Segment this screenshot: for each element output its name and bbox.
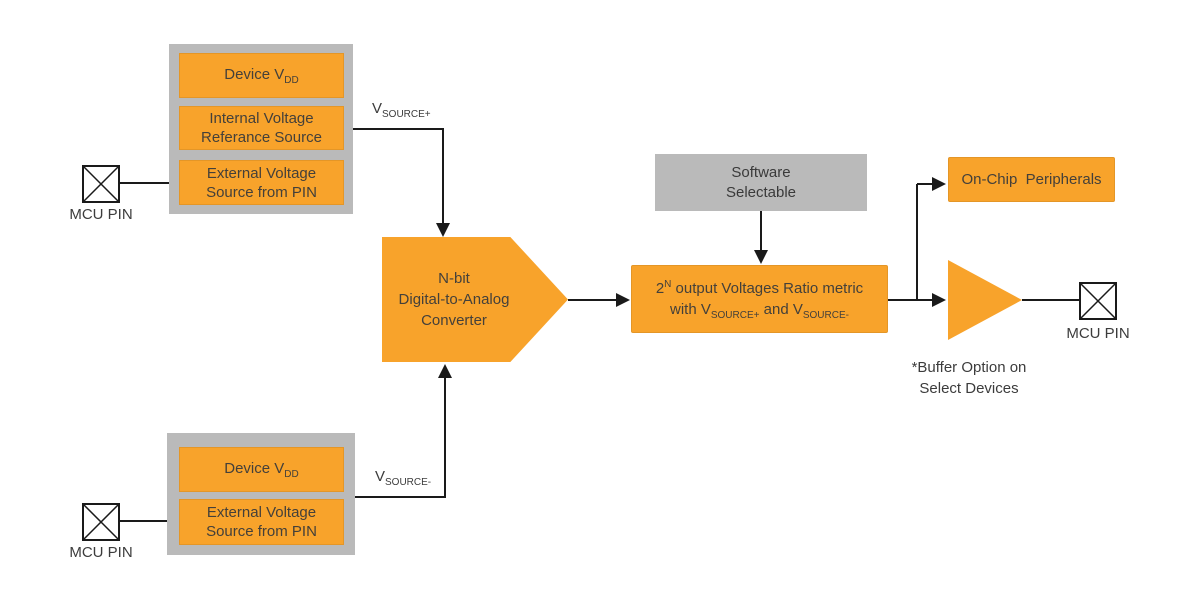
on-chip-peripherals-box: On-Chip Peripherals [948,157,1115,202]
mcu-pin-icon-right [1079,282,1117,320]
wire-ratio-box-output-branch [888,177,946,307]
wire-vsource-plus [353,128,450,237]
ratio-line1: 2N output Voltages Ratio metric [655,278,864,297]
external-voltage-bottom-line1: External Voltage [206,504,317,521]
software-selectable-box: Software Selectable [655,154,867,211]
arrowhead-right-icon [932,177,946,191]
device-vdd-box-bottom: Device VDD [179,447,344,492]
external-voltage-source-box-top: External Voltage Source from PIN [179,160,344,205]
ratio-superscript-n: N [664,278,672,290]
ratio-line2: with VSOURCE+ and VSOURCE- [670,300,849,321]
arrowhead-right-icon [932,293,946,307]
dac-block: N-bit Digital-to-Analog Converter [382,237,568,362]
internal-voltage-line1: Internal Voltage [209,110,314,127]
vsource-plus-options-group: Device VDD Internal Voltage Referance So… [169,44,353,214]
mcu-pin-icon-bottom [82,503,120,541]
arrowhead-up-icon [438,364,452,378]
mcu-pin-label-bottom: MCU PIN [69,544,133,561]
dac-line1: N-bit [438,270,470,287]
vsource-plus-label: VSOURCE+ [372,100,431,120]
ratio-sub-source-plus: SOURCE+ [710,309,760,321]
vsource-minus-options-group: Device VDD External Voltage Source from … [167,433,355,555]
mcu-pin-icon-top [82,165,120,203]
buffer-note-line2: Select Devices [919,380,1019,397]
external-voltage-top-line2: Source from PIN [206,183,317,201]
wire-dac-to-ratio-box [568,293,630,307]
software-line2: Selectable [725,183,797,201]
internal-voltage-line2: Referance Source [201,129,322,146]
external-voltage-top-line1: External Voltage [206,164,317,182]
ratio-metric-box: 2N output Voltages Ratio metric with VSO… [631,265,888,333]
external-voltage-source-box-bottom: External Voltage Source from PIN [179,499,344,545]
buffer-option-note: *Buffer Option on Select Devices [903,357,1035,399]
vsource-plus-subscript: SOURCE+ [382,109,431,120]
dac-line2: Digital-to-Analog [398,291,510,308]
vsource-minus-label: VSOURCE- [375,468,432,488]
dac-line3: Converter [421,312,487,329]
device-vdd-label: Device VDD [224,66,299,86]
wire-software-to-ratio-box [754,211,768,264]
external-voltage-bottom-line2: Source from PIN [206,523,317,540]
device-vdd-box-top: Device VDD [179,53,344,98]
arrowhead-down-icon [754,250,768,264]
mcu-pin-label-top: MCU PIN [69,206,133,223]
vsource-minus-subscript: SOURCE- [385,477,432,488]
output-buffer-icon [948,260,1022,340]
on-chip-peripherals-label: On-Chip Peripherals [961,171,1102,188]
internal-voltage-reference-box: Internal Voltage Referance Source [179,106,344,150]
ratio-sub-source-minus: SOURCE- [802,309,849,321]
mcu-pin-label-right: MCU PIN [1066,325,1130,342]
device-vdd-label-bottom: Device VDD [224,460,299,480]
arrowhead-right-icon [616,293,630,307]
buffer-note-line1: *Buffer Option on [911,359,1027,376]
arrowhead-down-icon [436,223,450,237]
vdd-subscript: DD [284,469,299,480]
software-line1: Software [731,163,791,181]
vdd-subscript: DD [284,75,299,86]
